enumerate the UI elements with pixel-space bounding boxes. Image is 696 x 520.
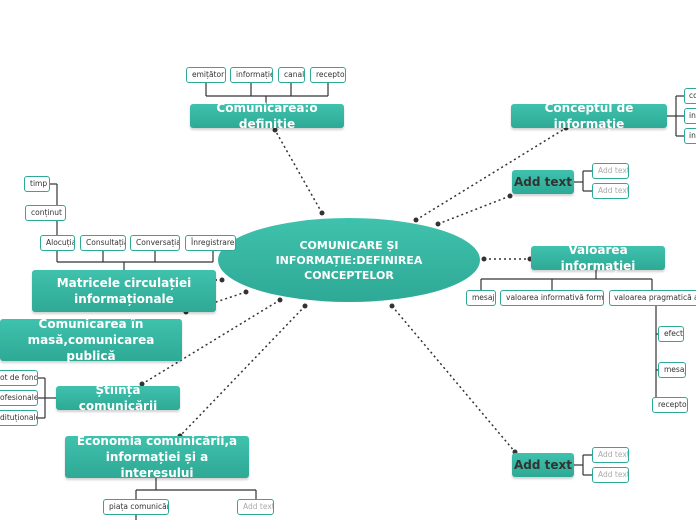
leaf-canal[interactable]: canal [278, 67, 305, 83]
leaf-concept-3[interactable]: in [684, 128, 696, 144]
central-topic[interactable]: COMUNICARE ȘI INFORMAȚIE:DEFINIREA CONCE… [218, 218, 480, 302]
topic-valoarea-informatiei[interactable]: Valoarea informației [531, 243, 665, 273]
topic-matricele[interactable]: Matricele circulației informaționale [32, 270, 216, 312]
leaf-concept-2[interactable]: in [684, 108, 696, 124]
topic-label: Comunicarea în masă,comunicarea publică [27, 317, 155, 363]
leaf-conversatia[interactable]: Conversația [130, 235, 180, 251]
leaf-timp[interactable]: timp [24, 176, 50, 192]
topic-label: Matricele circulației informaționale [56, 276, 192, 306]
topic-comunicarea-definitie[interactable]: Comunicarea:o definiție [190, 101, 344, 131]
leaf-piata-comunicarii[interactable]: piața comunicării [103, 499, 169, 515]
topic-label: Valoarea informației [560, 243, 636, 273]
topic-label: Conceptul de informație [544, 101, 634, 131]
leaf-add-text[interactable]: Add text [592, 467, 629, 483]
leaf-emitator[interactable]: emițător [186, 67, 226, 83]
leaf-receptor[interactable]: receptor [310, 67, 346, 83]
central-topic-label: COMUNICARE ȘI INFORMAȚIE:DEFINIREA CONCE… [275, 238, 423, 282]
leaf-concept-1[interactable]: co [684, 88, 696, 104]
leaf-alocutia[interactable]: Alocuția [40, 235, 75, 251]
leaf-add-text[interactable]: Add text [592, 163, 629, 179]
leaf-stiinta-institutionale[interactable]: dituționale [0, 410, 38, 426]
leaf-prag-mesaj[interactable]: mesaj [658, 362, 686, 378]
topic-label: Add text [514, 175, 572, 189]
leaf-val-mesaj[interactable]: mesaj [466, 290, 496, 306]
leaf-add-text[interactable]: Add text [592, 447, 629, 463]
topic-add-text-2[interactable]: Add text [512, 453, 574, 477]
leaf-prag-efect[interactable]: efect [658, 326, 684, 342]
topic-label: Add text [514, 458, 572, 472]
topic-label: Comunicarea:o definiție [216, 101, 318, 131]
leaf-informatie[interactable]: informație [230, 67, 273, 83]
topic-economia-comunicarii[interactable]: Economia comunicării,a informației și a … [65, 434, 249, 480]
topic-add-text-1[interactable]: Add text [512, 170, 574, 194]
topic-stiinta-comunicarii[interactable]: Știința comunicării [56, 383, 180, 413]
leaf-prag-receptor[interactable]: receptor [652, 397, 688, 413]
leaf-inregistrarea[interactable]: Înregistrarea [185, 235, 236, 251]
leaf-add-text[interactable]: Add text [592, 183, 629, 199]
leaf-continut[interactable]: conținut [25, 205, 66, 221]
topic-label: Economia comunicării,a informației și a … [76, 434, 238, 480]
leaf-val-pragmatica[interactable]: valoarea pragmatică a inf [609, 290, 696, 306]
leaf-stiinta-profesionale[interactable]: ofesionale [0, 390, 38, 406]
topic-comunicarea-masa[interactable]: Comunicarea în masă,comunicarea publică [0, 317, 182, 363]
leaf-add-text[interactable]: Add text [237, 499, 274, 515]
topic-label: Știința comunicării [78, 383, 158, 413]
leaf-stiinta-fond[interactable]: ot de fond [0, 370, 38, 386]
leaf-val-formala[interactable]: valoarea informativă formală [500, 290, 604, 306]
leaf-consultatia[interactable]: Consultația [80, 235, 126, 251]
topic-conceptul-informatie[interactable]: Conceptul de informație [511, 101, 667, 131]
